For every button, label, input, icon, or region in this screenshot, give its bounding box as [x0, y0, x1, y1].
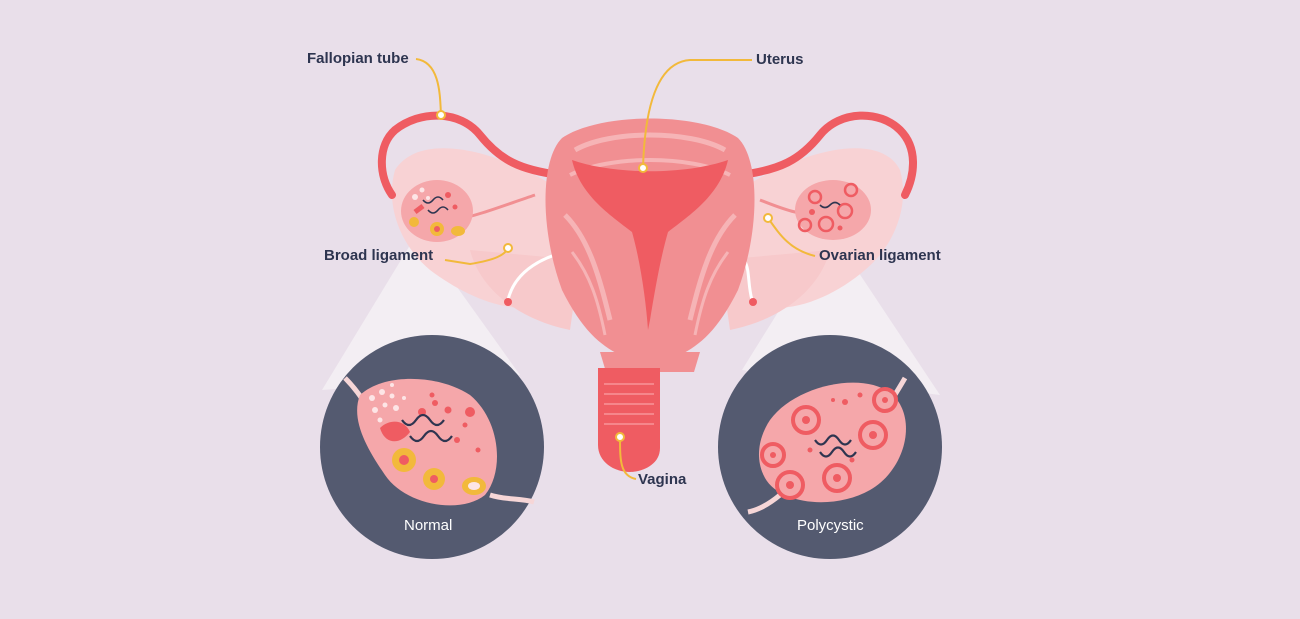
label-ovarian-ligament: Ovarian ligament: [819, 247, 941, 264]
leader-uterus: [642, 59, 752, 169]
caption-normal: Normal: [404, 517, 453, 534]
leader-vagina: [619, 436, 637, 480]
normal-inset: [320, 335, 544, 559]
round-ligament-right-end: [749, 298, 757, 306]
label-vagina: Vagina: [638, 471, 687, 488]
caption-polycystic: Polycystic: [797, 517, 864, 534]
leader-fallopian-tube: [415, 58, 442, 116]
dot-vagina: [615, 432, 625, 442]
label-fallopian-tube: Fallopian tube: [307, 50, 409, 67]
ovary-left-small: [401, 180, 473, 242]
round-ligament-left-end: [504, 298, 512, 306]
label-broad-ligament: Broad ligament: [324, 247, 434, 264]
ovary-right-small: [795, 180, 871, 240]
dot-uterus: [638, 163, 648, 173]
dot-broad-ligament: [503, 243, 513, 253]
fallopian-tube-right: [736, 111, 917, 199]
polycystic-inset: [718, 335, 942, 559]
lower-ligament-left: [470, 250, 580, 330]
leader-ovarian-ligament: [767, 217, 816, 257]
label-uterus: Uterus: [756, 51, 804, 68]
uterus: [545, 118, 755, 360]
dot-ovarian-ligament: [763, 213, 773, 223]
vagina: [598, 352, 700, 472]
dot-fallopian-tube: [436, 110, 446, 120]
